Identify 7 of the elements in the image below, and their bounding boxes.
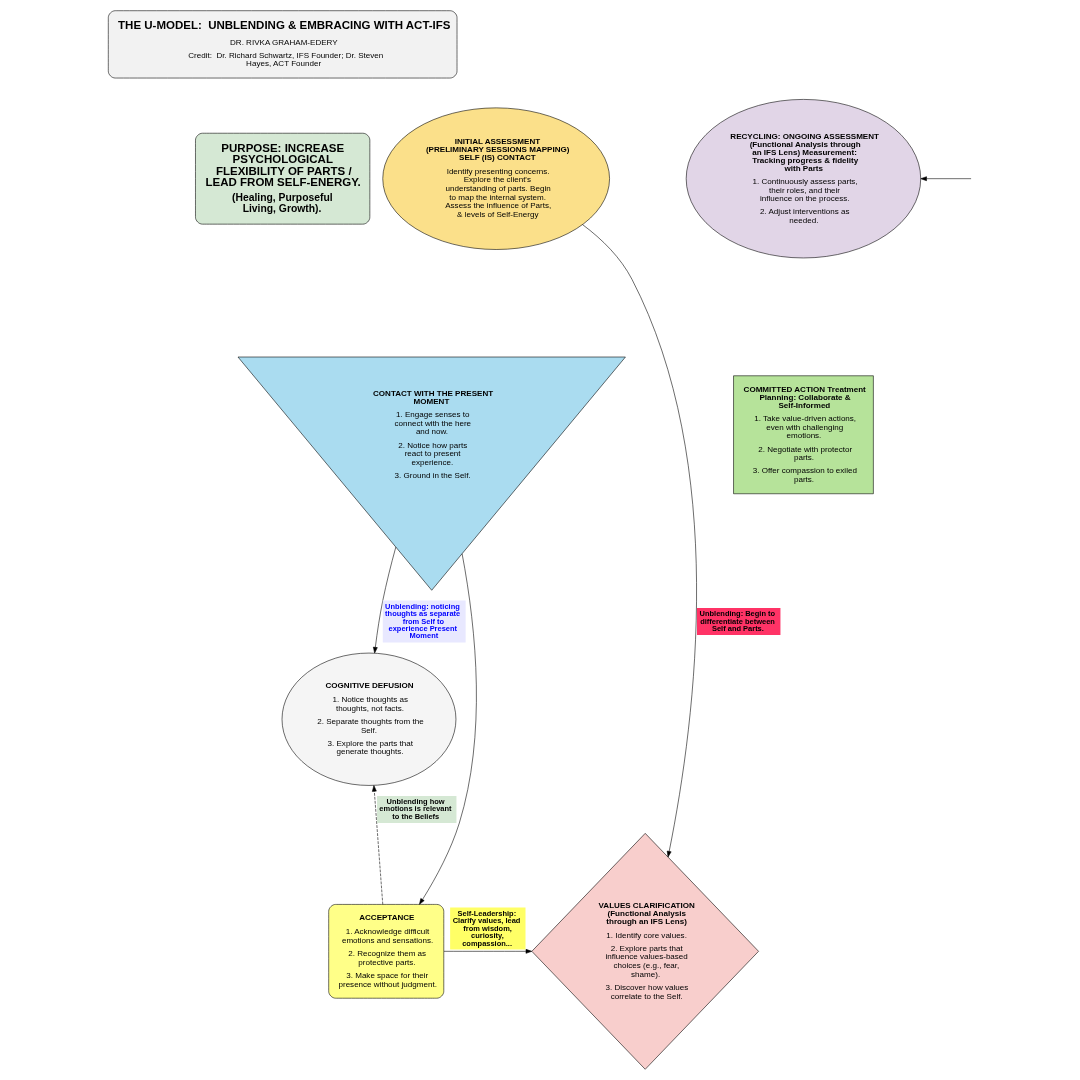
arrow (419, 553, 477, 905)
arrow (372, 785, 384, 905)
arrow (373, 546, 397, 654)
arrow (582, 224, 697, 858)
arrow (920, 176, 972, 181)
node-box: PURPOSE: INCREASE PSYCHOLOGICAL FLEXIBILITY OF PARTS / LEAD FROM SELF-ENERGY. (Healing, Purposeful Living, Growth). (195, 132, 371, 225)
arrow (443, 949, 533, 954)
